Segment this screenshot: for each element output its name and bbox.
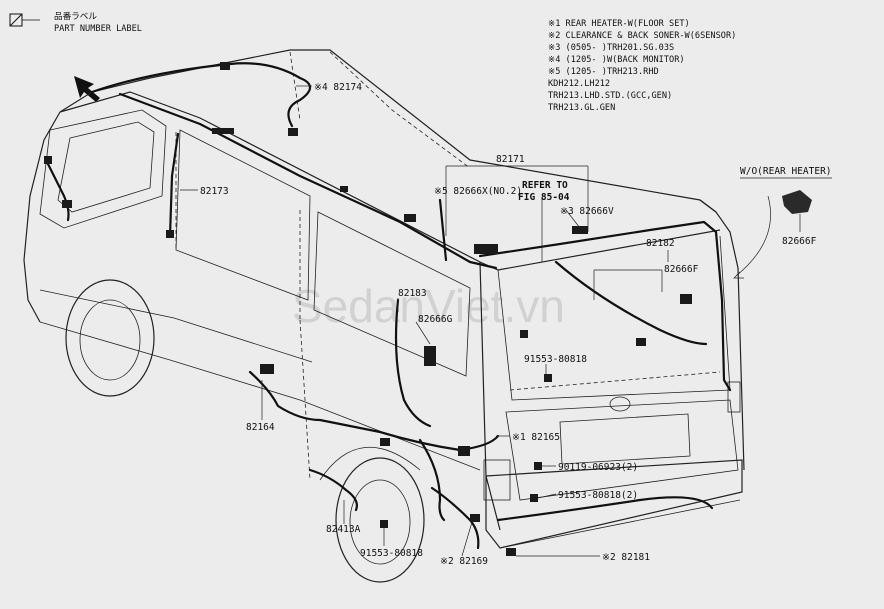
label-82165: ※1 82165 bbox=[512, 432, 560, 443]
label-82666f-rear: 82666F bbox=[664, 264, 699, 275]
connector bbox=[636, 338, 646, 346]
connector bbox=[544, 374, 552, 382]
connector bbox=[424, 346, 436, 366]
rear-door-harness bbox=[554, 260, 708, 346]
vertical-harness-82171 bbox=[438, 198, 448, 262]
label-82171: 82171 bbox=[496, 154, 525, 165]
label-82164: 82164 bbox=[246, 422, 275, 433]
connector bbox=[530, 494, 538, 502]
connector bbox=[166, 230, 174, 238]
connector bbox=[380, 520, 388, 528]
label-90119: 90119-06923(2) bbox=[558, 462, 638, 473]
connector bbox=[260, 364, 274, 374]
label-82181: ※2 82181 bbox=[602, 552, 650, 563]
label-82666v: ※3 82666V bbox=[560, 206, 614, 217]
label-refer: REFER TO bbox=[522, 180, 568, 191]
roof-harness-front bbox=[90, 62, 312, 128]
label-82666x: ※5 82666X(NO.2) bbox=[434, 186, 522, 197]
connectors bbox=[44, 62, 692, 556]
note-2: ※2 CLEARANCE & BACK SONER-W(6SENSOR) bbox=[548, 31, 736, 41]
label-82183: 82183 bbox=[398, 288, 427, 299]
harness-82165 bbox=[418, 438, 446, 522]
connector bbox=[212, 128, 234, 134]
inset-title: W/O(REAR HEATER) bbox=[740, 166, 832, 177]
connector bbox=[62, 200, 72, 208]
legend-en-label: PART NUMBER LABEL bbox=[54, 24, 142, 34]
label-82413a: 82413A bbox=[326, 524, 361, 535]
connector bbox=[506, 548, 516, 556]
connector bbox=[220, 62, 230, 70]
connector bbox=[534, 462, 542, 470]
roof-harness-right bbox=[478, 220, 732, 392]
connector bbox=[44, 156, 52, 164]
harness-82181 bbox=[496, 496, 714, 522]
label-82174: ※4 82174 bbox=[314, 82, 362, 93]
watermark: SedanViet.vn bbox=[292, 280, 565, 332]
label-fig: FIG 85-04 bbox=[518, 192, 570, 203]
connector bbox=[288, 128, 298, 136]
inset-part: 82666F bbox=[782, 236, 817, 247]
inset-connector-icon bbox=[782, 190, 812, 214]
connector bbox=[680, 294, 692, 304]
pillar-harness bbox=[168, 132, 180, 238]
label-91553-80818-b: 91553-80818 bbox=[360, 548, 423, 559]
label-82666g: 82666G bbox=[418, 314, 453, 325]
label-82169: ※2 82169 bbox=[440, 556, 488, 567]
front-arrow-icon bbox=[74, 76, 100, 102]
part-labels: ※4 82174 82173 82171 ※5 82666X(NO.2) REF… bbox=[200, 82, 699, 567]
connector bbox=[458, 446, 470, 456]
harness-82413a bbox=[308, 468, 358, 512]
note-6: KDH212.LH212 bbox=[548, 79, 610, 89]
connector bbox=[340, 186, 348, 192]
legend: 品番ラベル PART NUMBER LABEL bbox=[9, 10, 142, 34]
notes: ※1 REAR HEATER-W(FLOOR SET) ※2 CLEARANCE… bbox=[548, 19, 736, 113]
note-8: TRH213.GL.GEN bbox=[548, 103, 615, 113]
label-91553-80818-a: 91553-80818 bbox=[524, 354, 587, 365]
connector bbox=[404, 214, 416, 222]
note-4: ※4 (1205- )W(BACK MONITOR) bbox=[548, 55, 685, 65]
note-3: ※3 (0505- )TRH201.SG.03S bbox=[548, 43, 674, 53]
note-7: TRH213.LHD.STD.(GCC,GEN) bbox=[548, 91, 672, 101]
note-1: ※1 REAR HEATER-W(FLOOR SET) bbox=[548, 19, 690, 29]
label-82173: 82173 bbox=[200, 186, 229, 197]
roof-harness-main bbox=[118, 92, 498, 270]
floor-harness-82164 bbox=[248, 370, 500, 452]
inset-rear-heater: W/O(REAR HEATER) 82666F bbox=[740, 166, 832, 247]
note-5: ※5 (1205- )TRH213.RHD bbox=[548, 67, 659, 77]
label-82182: 82182 bbox=[646, 238, 675, 249]
side-harness-82183 bbox=[394, 298, 432, 428]
connector bbox=[474, 244, 498, 254]
legend-jp-label: 品番ラベル bbox=[54, 10, 97, 22]
connector bbox=[470, 514, 480, 522]
front-harness bbox=[44, 158, 70, 222]
label-91553-2: 91553-80818(2) bbox=[558, 490, 638, 501]
connector bbox=[572, 226, 588, 234]
connector bbox=[520, 330, 528, 338]
connector bbox=[380, 438, 390, 446]
leader-lines bbox=[180, 85, 771, 557]
